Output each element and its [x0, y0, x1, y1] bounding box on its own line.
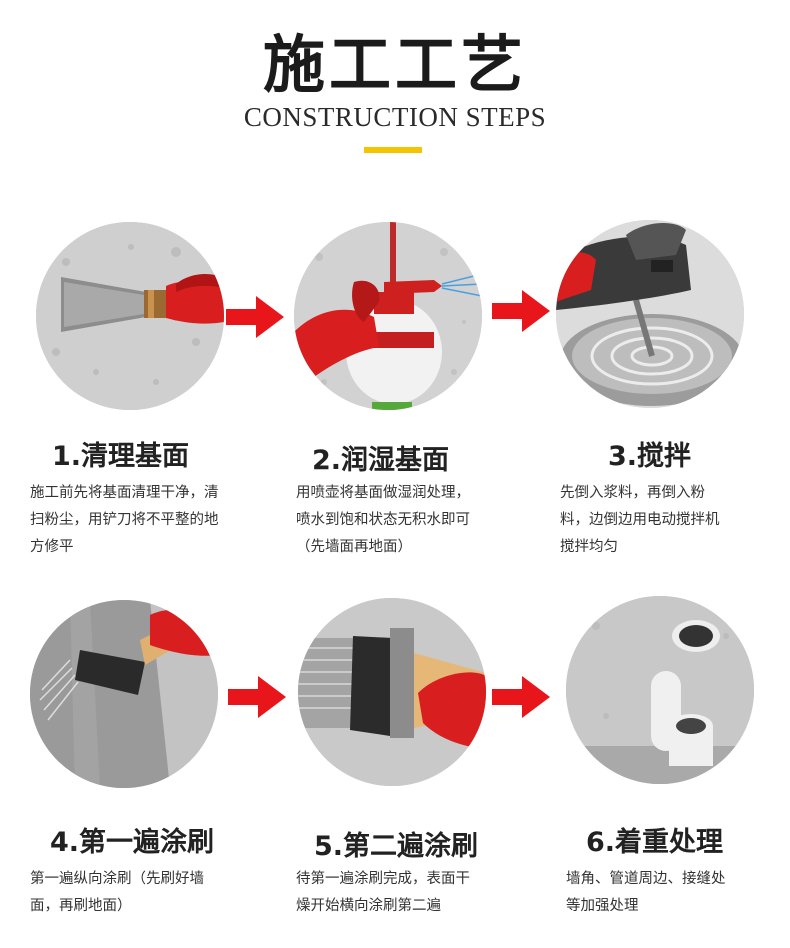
arrow-right-icon	[492, 676, 550, 718]
step-2-description: 用喷壶将基面做湿润处理， 喷水到饱和状态无积水即可 （先墙面再地面）	[296, 485, 470, 555]
arrow-right-icon	[226, 296, 284, 338]
spray-bottle-icon	[294, 222, 482, 410]
step-5-description: 待第一遍涂刷完成，表面干 燥开始横向涂刷第二遍	[296, 871, 470, 914]
step-1-description: 施工前先将基面清理干净，清 扫粉尘，用铲刀将不平整的地 方修平	[30, 485, 219, 555]
step-2-title: 2.润湿基面	[312, 445, 450, 476]
page-title: 施工工艺	[262, 28, 527, 101]
step-6-description: 墙角、管道周边、接缝处 等加强处理	[566, 871, 726, 914]
step-5-title: 5.第二遍涂刷	[314, 831, 479, 862]
pipe-icon	[566, 596, 754, 784]
page-subtitle: CONSTRUCTION STEPS	[243, 102, 547, 132]
step-1-title: 1.清理基面	[52, 441, 190, 472]
scraper-icon	[36, 222, 224, 410]
arrow-right-icon	[228, 676, 286, 718]
arrow-right-icon	[492, 290, 550, 332]
step-4-title: 4.第一遍涂刷	[50, 827, 215, 858]
step-3-title: 3.搅拌	[608, 441, 692, 472]
step-4-description: 第一遍纵向涂刷（先刷好墙 面，再刷地面）	[30, 871, 204, 914]
brush-vertical-icon	[30, 600, 218, 788]
step-3-description: 先倒入浆料，再倒入粉 料，边倒边用电动搅拌机 搅拌均匀	[560, 485, 720, 555]
mixer-icon	[556, 220, 744, 408]
step-6-title: 6.着重处理	[586, 827, 724, 858]
title-accent-bar	[364, 147, 422, 153]
brush-horizontal-icon	[298, 598, 486, 786]
